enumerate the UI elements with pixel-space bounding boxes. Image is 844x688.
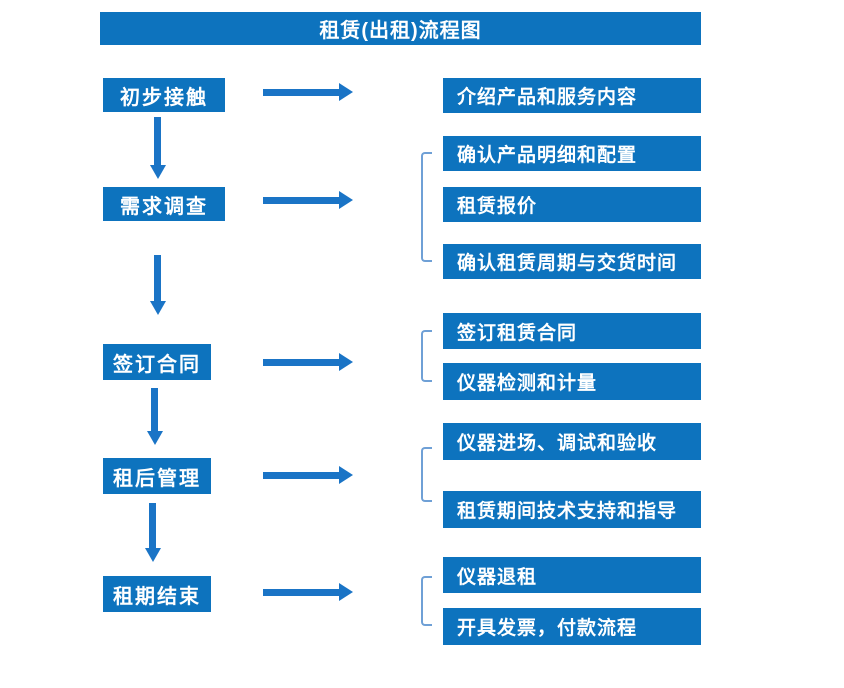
output-box-confirm-period: 确认租赁周期与交货时间	[443, 244, 701, 279]
output-box-instrument-setup: 仪器进场、调试和验收	[443, 423, 701, 460]
group-bracket	[421, 330, 432, 382]
step-box-rental-end: 租期结束	[103, 576, 211, 612]
flow-arrow-right-icon	[263, 583, 353, 601]
flow-arrow-right-icon	[263, 353, 353, 371]
flow-arrow-down-icon	[146, 388, 163, 445]
group-bracket	[421, 447, 432, 502]
flow-arrow-right-icon	[263, 466, 353, 484]
group-bracket	[421, 152, 432, 262]
flow-arrow-down-icon	[149, 255, 166, 315]
step-box-initial-contact: 初步接触	[103, 78, 225, 112]
step-box-demand-survey: 需求调查	[103, 187, 225, 221]
output-box-rental-quote: 租赁报价	[443, 187, 701, 222]
output-box-instrument-return: 仪器退租	[443, 557, 701, 593]
flow-arrow-right-icon	[263, 191, 353, 209]
flow-arrow-right-icon	[263, 83, 353, 101]
output-box-confirm-details: 确认产品明细和配置	[443, 136, 701, 171]
output-box-sign-rental-contract: 签订租赁合同	[443, 313, 701, 349]
output-box-introduce-products: 介绍产品和服务内容	[443, 78, 701, 113]
flow-arrow-down-icon	[149, 117, 166, 179]
output-box-invoice-payment: 开具发票，付款流程	[443, 608, 701, 645]
flow-arrow-down-icon	[144, 503, 161, 562]
step-box-sign-contract: 签订合同	[103, 344, 211, 380]
output-box-instrument-testing: 仪器检测和计量	[443, 363, 701, 400]
group-bracket	[421, 576, 432, 626]
output-box-tech-support: 租赁期间技术支持和指导	[443, 491, 701, 528]
step-box-post-rental: 租后管理	[103, 458, 211, 494]
title-bar: 租赁(出租)流程图	[100, 12, 701, 45]
